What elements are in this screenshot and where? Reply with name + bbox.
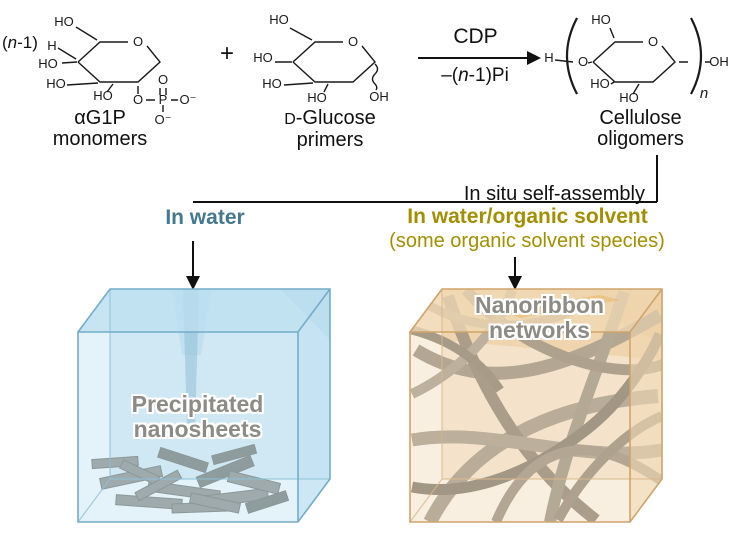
atom-label: OH — [709, 54, 729, 69]
repeat-subscript: n — [700, 85, 708, 102]
cube-top-face — [410, 289, 662, 332]
atom-label: HO — [307, 90, 327, 105]
atom-label: O — [133, 34, 143, 49]
atom-label: P — [159, 92, 168, 107]
atom-label: HO — [46, 76, 66, 91]
product-name: Cellulose — [599, 107, 682, 129]
atom-label: HO — [269, 12, 289, 27]
water-branch-label: In water — [165, 206, 245, 229]
reaction-arrow — [418, 51, 541, 65]
atom-label: HO — [590, 76, 610, 91]
atom-label: O — [348, 34, 358, 49]
atom-label: HO — [253, 50, 273, 65]
cube-back-edges — [77, 289, 330, 523]
g1p-structure: HO H HO HO O HO O P O O⁻ O⁻ — [38, 14, 196, 127]
organic-branch-sublabel: (some organic solvent species) — [389, 230, 665, 252]
water-cube-label-line1: Precipitated — [131, 391, 264, 417]
organic-cube-label-line1: Nanoribbon — [474, 292, 605, 318]
cellulose-structure: H HO O O HO HO OH n — [544, 12, 728, 105]
reactant1-role: monomers — [52, 128, 148, 150]
atom-label: O — [578, 54, 588, 69]
self-assembly-label: In situ self-assembly — [463, 183, 645, 205]
atom-label: O — [158, 72, 168, 87]
cube-edges — [409, 288, 663, 523]
reactant1-name: αG1P — [74, 107, 126, 129]
organic-branch-label: In water/organic solvent — [407, 205, 648, 228]
atom-label: HO — [38, 56, 58, 71]
cube-right-face — [630, 289, 662, 522]
organic-cube — [409, 288, 663, 523]
water-branch-arrow — [186, 241, 200, 290]
stoichiometry-prefix: (n-1) — [2, 33, 38, 52]
atom-label: HO — [54, 14, 74, 29]
water-cube — [77, 288, 331, 523]
solvent-tint — [500, 295, 620, 318]
atom-label: H — [47, 38, 56, 53]
atom-label: O — [648, 34, 658, 49]
organic-cube-label-line2: networks — [489, 317, 590, 343]
cube-right-face — [298, 289, 330, 522]
reactant2-label: D-Glucose primers — [255, 108, 405, 151]
cube-front-face — [78, 332, 298, 522]
atom-label: O — [133, 92, 143, 107]
organic-branch-arrow — [508, 257, 522, 290]
atom-label: O⁻ — [180, 92, 197, 107]
catalyst-label: CDP — [453, 25, 498, 48]
reactant1-label: αG1P monomers — [25, 108, 175, 150]
product-role: oligomers — [597, 128, 684, 150]
glucose-structure: HO HO HO O HO OH — [253, 12, 389, 105]
atom-label: HO — [262, 76, 282, 91]
cube-back-edges — [409, 289, 662, 523]
branch-connector — [193, 155, 658, 203]
product-label: Cellulose oligomers — [563, 108, 718, 150]
plus-sign: + — [220, 40, 235, 67]
organic-cube-label: Nanoribbon networks — [432, 293, 647, 343]
water-cube-label-line2: nanosheets — [133, 416, 262, 442]
cube-front-face — [410, 332, 630, 522]
cube-top-face — [78, 289, 330, 332]
atom-label: HO — [93, 88, 113, 103]
water-cube-label: Precipitated nanosheets — [90, 392, 305, 442]
reactant2-role: primers — [296, 129, 364, 151]
cube-edges — [77, 288, 331, 523]
atom-label: O⁻ — [155, 112, 172, 127]
atom-label: HO — [619, 90, 639, 105]
atom-label: HO — [591, 12, 611, 27]
atom-label: H — [544, 50, 553, 65]
cube-back-face — [110, 289, 330, 479]
atom-label: OH — [369, 89, 389, 104]
byproduct-label: –(n-1)Pi — [441, 65, 509, 86]
reactant2-name: D-Glucose — [284, 107, 376, 129]
